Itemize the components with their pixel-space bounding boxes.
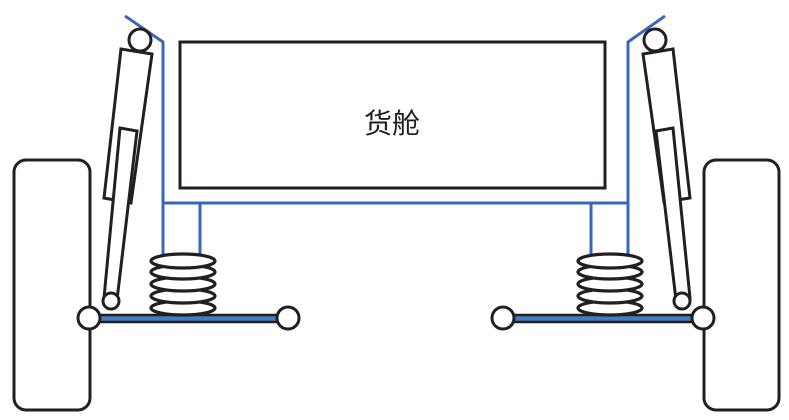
- left-chassis-pivot: [275, 305, 301, 331]
- cargo-hold-label: 货舱: [364, 107, 420, 140]
- left-wheel: [12, 158, 92, 412]
- left-shock-absorber: [101, 27, 154, 311]
- right-wheel: [702, 158, 781, 412]
- left-shock-bottom-mount: [101, 291, 121, 311]
- right-shock-bottom-mount: [672, 291, 692, 311]
- left-coil-spring: [149, 252, 217, 317]
- right-wheel-pivot: [690, 305, 716, 331]
- left-wheel-pivot: [76, 305, 102, 331]
- right-shock-absorber: [641, 27, 692, 311]
- right-spring-coil: [576, 252, 644, 270]
- frame-right-upright: [626, 14, 666, 203]
- right-chassis-pivot: [490, 305, 516, 331]
- vehicle-frame: [124, 14, 666, 258]
- cargo-hold: [178, 40, 607, 190]
- right-coil-spring: [576, 252, 644, 317]
- left-shock-top-mount: [127, 27, 153, 53]
- frame-left-upright: [124, 14, 165, 203]
- right-shock-outer-tube: [641, 47, 692, 204]
- right-shock-top-mount: [642, 27, 668, 53]
- left-spring-coil: [149, 252, 217, 270]
